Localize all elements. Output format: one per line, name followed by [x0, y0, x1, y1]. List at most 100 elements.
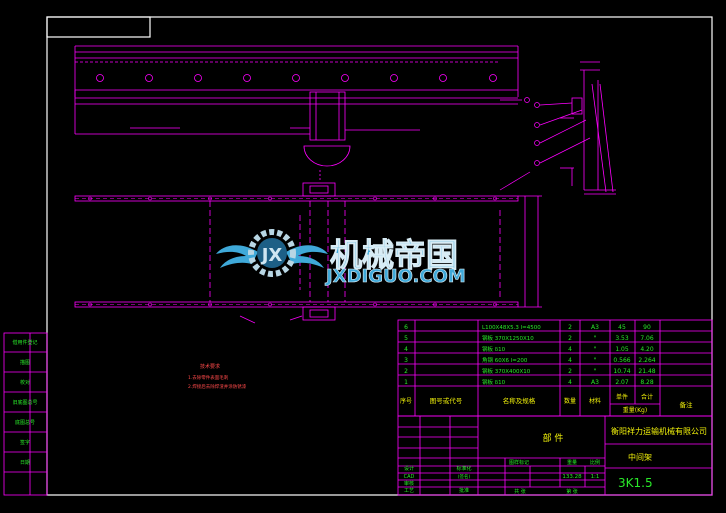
drawing-number: 3K1.5 [618, 476, 653, 490]
svg-text:校对: 校对 [20, 379, 30, 386]
svg-text:钢板 δ10: 钢板 δ10 [482, 345, 506, 353]
svg-text:借用件登记: 借用件登记 [12, 339, 37, 346]
parts-list-header: 序号 图号或代号 名称及规格 数量 材料 单件 合计 重量(Kg) 备注 [400, 393, 693, 414]
svg-text:133.28: 133.28 [562, 474, 582, 480]
note-line-1: 1.去除零件表面毛刺 [188, 374, 229, 381]
svg-text:10.74: 10.74 [613, 368, 630, 375]
svg-text:7.06: 7.06 [640, 335, 654, 342]
svg-text:CAD: CAD [404, 474, 415, 480]
svg-text:2.264: 2.264 [638, 357, 655, 364]
svg-text:数量: 数量 [564, 397, 576, 405]
svg-text:3.53: 3.53 [615, 335, 629, 342]
table-row: 6 L100X48X5.3 l=4500 2 A3 45 90 [404, 324, 651, 331]
svg-text:3: 3 [404, 357, 408, 364]
svg-text:": " [594, 357, 597, 364]
notes-title: 技术要求 [200, 363, 220, 370]
mounting-holes [96, 74, 497, 82]
logo-en-text: JXDIGUO.COM [324, 266, 466, 287]
svg-text:(签名): (签名) [458, 473, 471, 480]
svg-text:8.28: 8.28 [640, 379, 654, 386]
svg-text:钢板 δ10: 钢板 δ10 [482, 378, 506, 386]
svg-text:描图: 描图 [20, 359, 30, 366]
svg-text:2: 2 [568, 335, 572, 342]
title-block-text: 部 件 衡阳祥力运输机械有限公司 中间架 3K1.5 设计 CAD 审核 工艺 … [404, 426, 707, 495]
table-row: 2 钢板 370X400X10 2 " 10.74 21.48 [404, 367, 656, 375]
svg-text:审核: 审核 [404, 480, 414, 487]
svg-text:2.07: 2.07 [615, 379, 629, 386]
sheet-border [46, 16, 713, 496]
svg-text:日期: 日期 [20, 460, 30, 466]
svg-text:": " [594, 346, 597, 353]
rail-holes [88, 196, 497, 307]
svg-text:名称及规格: 名称及规格 [503, 396, 536, 405]
svg-text:比例: 比例 [590, 459, 600, 466]
table-row: 4 钢板 δ10 4 " 1.05 4.20 [404, 345, 654, 353]
svg-text:0.566: 0.566 [613, 357, 630, 364]
svg-text:图样标记: 图样标记 [509, 459, 529, 466]
svg-text:第 张: 第 张 [566, 488, 578, 495]
svg-text:90: 90 [643, 324, 651, 331]
svg-text:4: 4 [404, 346, 408, 353]
svg-text:旧底图总号: 旧底图总号 [12, 399, 37, 406]
svg-text:材料: 材料 [589, 397, 601, 405]
svg-text:1:1: 1:1 [591, 474, 600, 480]
svg-text:5: 5 [404, 335, 408, 342]
drawing-name: 中间架 [628, 452, 652, 462]
svg-text:L100X48X5.3 l=4500: L100X48X5.3 l=4500 [482, 325, 541, 331]
item-balloons [524, 97, 540, 166]
svg-text:底图总号: 底图总号 [15, 419, 35, 426]
logo-cn-text: 机械帝国 [330, 236, 458, 274]
svg-text:图号或代号: 图号或代号 [430, 396, 463, 405]
logo-right-wing [286, 245, 328, 268]
svg-text:45: 45 [618, 324, 626, 331]
svg-text:标准化: 标准化 [456, 465, 471, 472]
svg-text:21.48: 21.48 [638, 368, 655, 375]
table-row: 5 钢板 370X1250X10 2 " 3.53 7.06 [404, 334, 654, 342]
technical-notes: 技术要求 1.去除零件表面毛刺 2.焊接后去除焊渣并涂防锈漆 [188, 363, 247, 390]
svg-text:JX: JX [260, 245, 283, 266]
svg-text:重量: 重量 [567, 459, 577, 466]
note-line-2: 2.焊接后去除焊渣并涂防锈漆 [188, 383, 247, 390]
svg-text:4: 4 [568, 346, 572, 353]
svg-text:": " [594, 368, 597, 375]
svg-text:2: 2 [568, 368, 572, 375]
table-row: 3 角钢 60X6 l=200 4 " 0.566 2.264 [404, 356, 656, 364]
side-stamp-labels: 借用件登记 描图 校对 旧底图总号 底图总号 签字 日期 [12, 339, 37, 466]
svg-text:": " [594, 335, 597, 342]
svg-text:设计: 设计 [404, 465, 414, 472]
svg-text:单件: 单件 [616, 393, 628, 401]
gear-icon [248, 229, 296, 277]
svg-text:重量(Kg): 重量(Kg) [623, 406, 647, 414]
parts-list-rows: 6 L100X48X5.3 l=4500 2 A3 45 90 5 钢板 370… [404, 324, 656, 386]
svg-text:共 张: 共 张 [514, 488, 526, 495]
svg-text:6: 6 [404, 324, 408, 331]
svg-text:4: 4 [568, 379, 572, 386]
company-name: 衡阳祥力运输机械有限公司 [611, 426, 707, 436]
title-block [397, 415, 713, 496]
parts-list-table [397, 319, 713, 417]
svg-text:4: 4 [568, 357, 572, 364]
svg-text:角钢 60X6 l=200: 角钢 60X6 l=200 [482, 356, 528, 364]
svg-text:A3: A3 [591, 379, 599, 386]
svg-text:2: 2 [404, 368, 408, 375]
svg-text:1: 1 [404, 379, 408, 386]
front-view [74, 182, 542, 321]
svg-text:工艺: 工艺 [404, 488, 414, 494]
svg-text:批准: 批准 [459, 487, 469, 494]
svg-text:签字: 签字 [20, 439, 30, 446]
svg-text:合计: 合计 [641, 393, 653, 401]
svg-text:4.20: 4.20 [640, 346, 654, 353]
top-left-title-box [46, 16, 151, 38]
side-view [560, 61, 616, 195]
side-stamp-column [3, 332, 48, 496]
leader-lines [239, 99, 591, 324]
svg-text:钢板 370X1250X10: 钢板 370X1250X10 [482, 334, 534, 342]
top-view [74, 45, 519, 180]
svg-text:A3: A3 [591, 324, 599, 331]
part-type: 部 件 [543, 432, 564, 444]
svg-text:备注: 备注 [680, 400, 694, 409]
svg-text:钢板 370X400X10: 钢板 370X400X10 [482, 367, 531, 375]
svg-text:2: 2 [568, 324, 572, 331]
svg-text:1.05: 1.05 [615, 346, 629, 353]
table-row: 1 钢板 δ10 4 A3 2.07 8.28 [404, 378, 654, 386]
